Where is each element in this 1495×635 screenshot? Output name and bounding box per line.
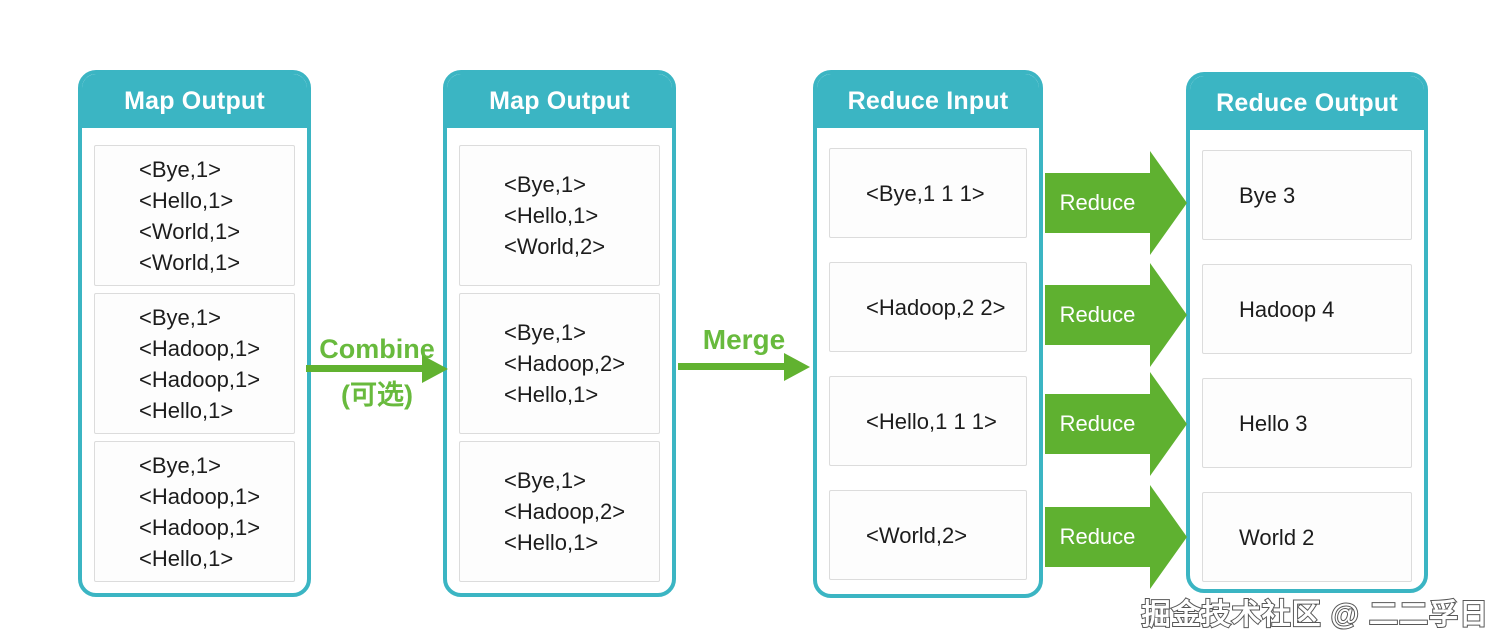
panel-body: <Bye,1><Hello,1><World,1><World,1><Bye,1…: [82, 128, 307, 582]
right-arrowhead-icon: [1150, 372, 1187, 476]
watermark: 掘金技术社区 @ 二二孚日: [1141, 598, 1489, 632]
reduce-arrow-1: Reduce: [1045, 151, 1187, 255]
kv-pair: <Bye,1>: [139, 156, 221, 182]
kv-pair: <Hadoop,2>: [504, 499, 626, 524]
panel-title: Reduce Output: [1216, 88, 1398, 117]
reduce-arrow-label: Reduce: [1059, 190, 1136, 215]
kv-pair: <Hello,1>: [504, 203, 599, 228]
merge-arrow-label: Merge: [702, 324, 786, 355]
kv-box: <Bye,1 1 1>: [829, 148, 1027, 238]
reduce-arrow-label: Reduce: [1059, 411, 1136, 436]
kv-box: <Bye,1> <Hello,1> <World,1> <World,1>: [94, 145, 295, 286]
kv-box: Hello 3: [1202, 378, 1412, 468]
panel-header: Reduce Output: [1190, 76, 1424, 130]
panel-title: Reduce Input: [847, 86, 1009, 115]
kv-box: <World,2>: [829, 490, 1027, 580]
kv-pair: <Hadoop,1>: [139, 335, 261, 361]
merge-arrow: Merge: [678, 324, 810, 381]
kv-pair: <World,2>: [866, 522, 968, 548]
right-arrowhead-icon: [1150, 263, 1187, 367]
kv-pair: <World,1>: [139, 218, 241, 244]
kv-pair: <Bye,1>: [504, 172, 586, 197]
panel-title: Map Output: [489, 86, 630, 115]
reduce-arrow-body: Reduce: [1045, 394, 1150, 454]
reduce-arrow-4: Reduce: [1045, 485, 1187, 589]
kv-box: <Bye,1> <Hadoop,1> <Hadoop,1> <Hello,1>: [94, 293, 295, 434]
combine-arrow-sublabel: (可选): [341, 380, 413, 410]
kv-box: <Hadoop,2 2>: [829, 262, 1027, 352]
right-arrow-icon: [306, 365, 424, 372]
kv-pair: <Bye,1>: [504, 468, 586, 493]
kv-pair: <World,2>: [504, 234, 606, 259]
kv-pair: Bye 3: [1239, 182, 1296, 208]
panel-header: Reduce Input: [817, 74, 1039, 128]
reduce-arrow-2: Reduce: [1045, 263, 1187, 367]
kv-box: <Bye,1> <Hadoop,2> <Hello,1>: [459, 293, 660, 434]
panel-reduce-output: Reduce Output Bye 3 Hadoop 4 Hello 3 World …: [1186, 72, 1428, 593]
kv-pair: World 2: [1239, 524, 1315, 550]
panel-header: Map Output: [447, 74, 672, 128]
kv-box: Bye 3: [1202, 150, 1412, 240]
reduce-arrow-label: Reduce: [1059, 302, 1136, 327]
right-arrow-icon: [678, 363, 786, 370]
panel-body: <Bye,1 1 1> <Hadoop,2 2> <Hello,1 1 1> <Wor…: [817, 128, 1039, 580]
panel-body: <Bye,1> <Hello,1> <World,2> <Bye,1> <Hadoop,…: [447, 128, 672, 582]
reduce-arrow-body: Reduce: [1045, 173, 1150, 233]
panel-reduce-input: Reduce Input <Bye,1 1 1> <Hadoop,2 2> <Hel…: [813, 70, 1043, 598]
right-arrowhead-icon: [784, 353, 810, 381]
kv-pair: <Bye,1>: [504, 320, 586, 345]
kv-pair: <Hadoop,1>: [139, 483, 261, 509]
panel-map-output-2: Map Output <Bye,1><Hello,1><World,2><Bye…: [443, 70, 676, 597]
panel-map-output-1: Map Output <Bye,1> <Hello,1> <World,1> <Wor…: [78, 70, 311, 597]
kv-pair: <Bye,1 1 1>: [866, 180, 985, 206]
kv-pair: <Hello,1>: [139, 187, 234, 213]
reduce-arrow-3: Reduce: [1045, 372, 1187, 476]
reduce-arrow-body: Reduce: [1045, 507, 1150, 567]
kv-box: World 2: [1202, 492, 1412, 582]
kv-pair: Hadoop 4: [1239, 296, 1335, 322]
kv-pair: <Hello,1 1 1>: [866, 408, 997, 434]
kv-box: <Bye,1> <Hello,1> <World,2>: [459, 145, 660, 286]
combine-arrow-label: Combine: [319, 334, 435, 364]
kv-pair: <Hello,1>: [139, 397, 234, 423]
right-arrowhead-icon: [1150, 151, 1187, 255]
kv-pair: <Hadoop,1>: [139, 366, 261, 392]
kv-pair: <Bye,1>: [139, 304, 221, 330]
right-arrowhead-icon: [1150, 485, 1187, 589]
kv-pair: <World,1>: [139, 249, 241, 275]
kv-pair: <Bye,1>: [139, 452, 221, 478]
kv-pair: Hello 3: [1239, 410, 1308, 436]
reduce-arrow-body: Reduce: [1045, 285, 1150, 345]
kv-box: <Bye,1> <Hadoop,1> <Hadoop,1> <Hello,1>: [94, 441, 295, 582]
kv-box: <Hello,1 1 1>: [829, 376, 1027, 466]
panel-body: Bye 3 Hadoop 4 Hello 3 World 2: [1190, 130, 1424, 582]
panel-header: Map Output: [82, 74, 307, 128]
kv-pair: <Hadoop,2 2>: [866, 294, 1006, 320]
kv-pair: <Hello,1>: [139, 545, 234, 571]
combine-arrow: Combine (可选): [306, 334, 448, 410]
kv-box: <Bye,1> <Hadoop,2> <Hello,1>: [459, 441, 660, 582]
kv-box: Hadoop 4: [1202, 264, 1412, 354]
kv-pair: <Hello,1>: [504, 382, 599, 407]
reduce-arrow-label: Reduce: [1059, 524, 1136, 549]
kv-pair: <Hadoop,2>: [504, 351, 626, 376]
panel-title: Map Output: [124, 86, 265, 115]
kv-pair: <Hadoop,1>: [139, 514, 261, 540]
kv-pair: <Hello,1>: [504, 530, 599, 555]
right-arrowhead-icon: [422, 355, 448, 383]
